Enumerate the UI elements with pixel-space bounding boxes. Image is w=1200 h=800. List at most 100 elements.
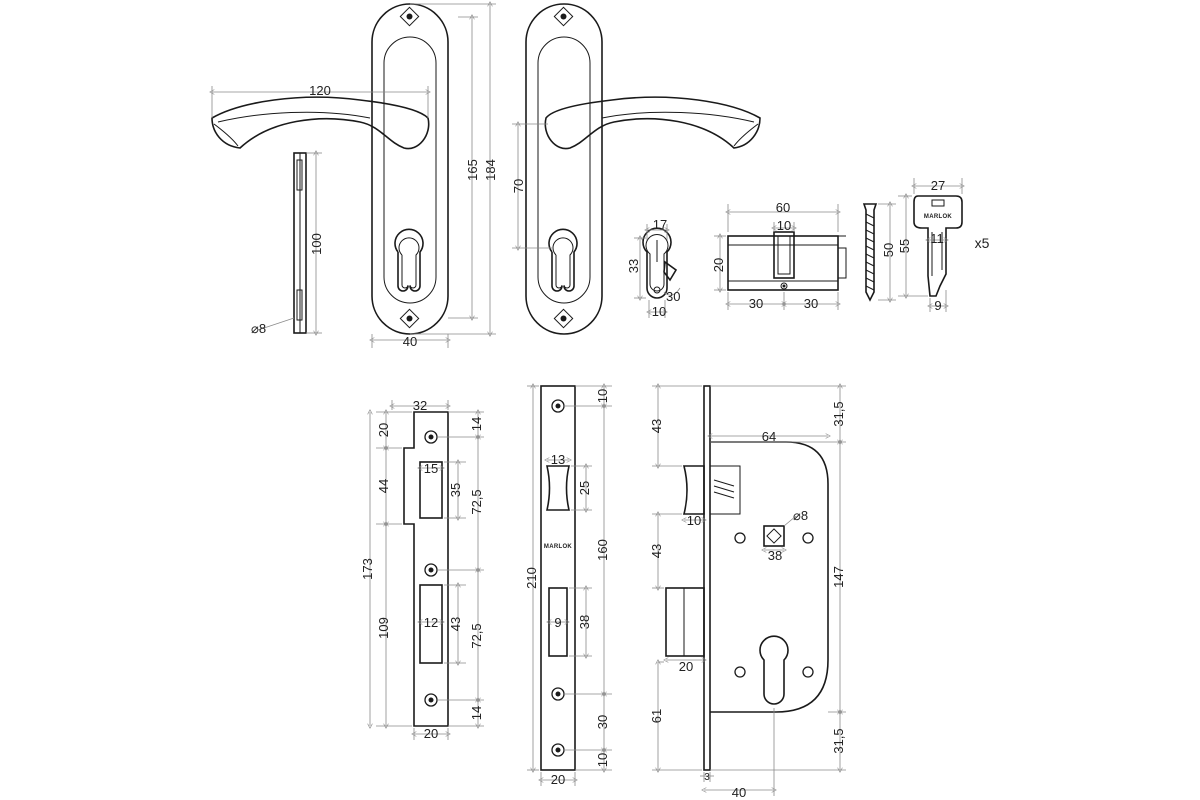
square-spindle [293,152,307,334]
lock-front-plate [703,385,711,771]
key-quantity: x5 [975,235,990,251]
cylinder-body [727,235,839,291]
dim-half-left: 30 [749,296,763,311]
dim-faceplate-bottom: 10 [595,753,610,767]
dim-bolt-h: 38 [577,615,592,629]
latch-bolt [682,465,705,515]
dim-plate-width: 40 [403,334,417,349]
handle-backplate-inner [383,36,437,304]
dim-bolt-width: 12 [424,615,438,630]
dim-cyl-height: 33 [626,259,641,273]
cylinder-cam-block [773,231,795,279]
dim-spindle-length: 100 [309,233,324,255]
keyhole-cutout [548,228,578,292]
screw-hole-top [399,6,420,27]
euro-cylinder-dimensions: 60 10 20 30 30 [711,200,838,311]
cylinder-cam [663,260,678,282]
dim-plate-thick: 3 [704,772,710,783]
cylinder-end-view [642,227,678,299]
lever-tip [213,123,239,147]
spindle-hub [763,525,785,547]
dim-spindle-dia: ⌀8 [793,508,808,523]
keyhole-cutout [394,228,424,292]
dim-lever-length: 120 [309,83,331,98]
dim-body-height: 147 [831,566,846,588]
handle-front-view [211,3,449,335]
cylinder-end-dimensions: 17 33 30 10 [626,217,680,319]
lock-case [710,441,829,713]
dim-backset: 40 [732,785,746,800]
dim-strike-top: 20 [376,423,391,437]
dim-cam-width: 10 [777,218,791,233]
key-brand: MARLOK [924,214,952,220]
screw-dimensions: 50 [878,204,896,300]
faceplate-outline [540,385,576,771]
dim-cam: 10 [652,304,666,319]
dim-strike-latch-h: 44 [376,479,391,493]
dim-key-tip: 9 [934,298,941,313]
lock-body-dimensions: 31,5 147 31,5 64 43 43 61 10 20 ⌀8 38 3 … [649,386,846,800]
dim-key-length: 55 [897,239,912,253]
dim-plate-inner: 165 [465,159,480,181]
mortise-lock-body [665,385,829,771]
dim-faceplate-top: 10 [595,389,610,403]
mounting-screw [862,203,878,302]
dim-screw-length: 50 [881,243,896,257]
cylinder-opening [759,635,789,705]
strike-plate [403,411,449,727]
lock-faceplate: MARLOK [540,385,576,771]
dim-faceplate-width: 20 [551,772,565,787]
dim-strike-total: 173 [360,558,375,580]
handle-dimensions: 120 165 184 40 100 ⌀8 [212,4,498,349]
handle-backplate [371,3,449,335]
dim-key-width: 27 [931,178,945,193]
dim-bolt-cut: 43 [448,617,463,631]
dim-strike-width: 32 [413,398,427,413]
latch-slot [545,465,571,511]
dim-bottom-offset: 61 [649,709,664,723]
dim-spindle-to-cyl-gap: 43 [649,544,664,558]
dim-bolt-width: 9 [554,615,561,630]
handle-rear-dimensions: 70 [511,124,552,248]
dim-faceplate-total: 210 [524,567,539,589]
screw-body [862,203,878,302]
dim-cyl-height: 20 [711,258,726,272]
lever-handle [211,96,430,150]
dim-hole-top: 14 [469,417,484,431]
dim-latch-width: 13 [551,452,565,467]
key-outline [913,195,963,297]
dim-bottom-margin: 31,5 [831,728,846,753]
faceplate-brand: MARLOK [544,544,572,550]
screw-dot [406,13,413,20]
dim-faceplate-pitch: 160 [595,539,610,561]
key: MARLOK x5 [913,195,990,297]
dim-upper-pitch: 72,5 [469,489,484,514]
faceplate-dimensions: 210 13 9 25 38 10 160 30 10 20 [524,386,612,787]
latch-cutout [419,461,443,519]
handle-backplate [525,3,603,335]
dim-cyl-length: 60 [776,200,790,215]
dim-latch-top: 43 [649,419,664,433]
dim-latch-cut: 35 [448,483,463,497]
screw-dot [406,315,413,322]
dim-latch-h: 25 [577,481,592,495]
dim-plate-height: 184 [483,159,498,181]
dim-key-blade: 11 [930,231,944,246]
key-hole [931,199,945,207]
dim-strike-bottom-width: 20 [424,726,438,741]
dim-half-right: 30 [804,296,818,311]
handle-rear-view [525,3,761,335]
dim-latch-depth: 10 [687,513,701,528]
dim-hole-bottom: 14 [469,706,484,720]
dim-lower-pitch: 72,5 [469,623,484,648]
strike-plate-outline [403,411,449,727]
key-dimensions: 27 55 11 9 [897,178,962,313]
dim-handle-to-cylinder: 70 [511,179,526,193]
dim-faceplate-bottom-pitch: 30 [595,715,610,729]
dim-centre: 38 [768,548,782,563]
cylinder-profile [642,227,672,299]
dim-cyl-width: 17 [653,217,667,232]
dim-bolt-throw: 20 [679,659,693,674]
dim-strike-bolt-section: 109 [376,617,391,639]
